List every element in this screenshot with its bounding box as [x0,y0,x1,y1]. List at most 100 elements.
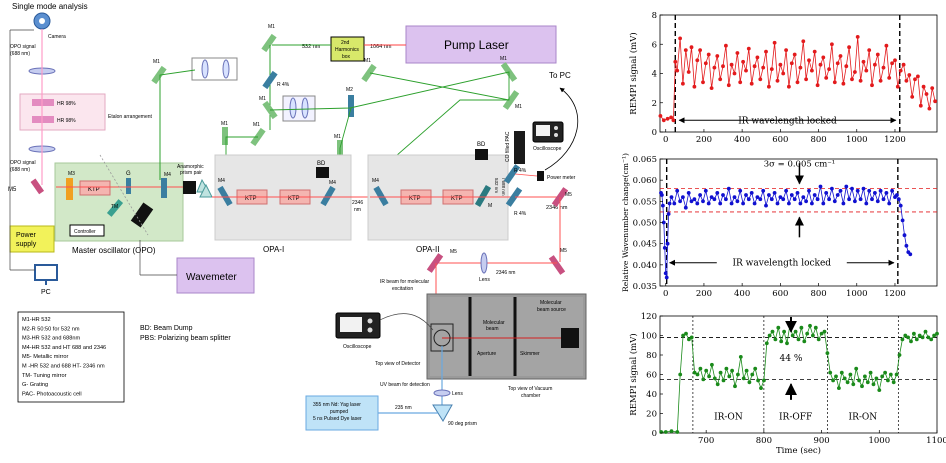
data-point [912,331,916,336]
data-point [926,335,931,340]
beam-dump-opa1 [316,167,329,178]
data-point [724,366,729,371]
data-point [761,65,766,70]
x-tick-label: 800 [810,289,826,299]
data-point [744,68,748,73]
data-point [904,243,909,248]
data-point [701,80,705,85]
data-point [864,68,869,73]
hr98-label-2: HR 98% [57,118,76,124]
data-point [793,329,798,334]
oscilloscope-detector-screen [340,317,362,332]
telescope-lens-1 [201,59,209,79]
data-point [847,45,851,50]
data-point [730,368,734,373]
data-point [669,195,674,200]
power-supply-label-1: Power [16,232,37,239]
m5-left-label: M5 [8,187,17,193]
data-point [767,333,772,338]
data-point [827,197,831,202]
data-point [726,186,731,191]
data-point [744,193,748,197]
legend-item: M2-R 50:50 for 532 nm [22,326,80,332]
data-point [845,380,850,385]
data-point [860,384,864,389]
data-point [900,218,905,223]
data-point [667,201,672,206]
region-label: IR-OFF [779,412,812,422]
grating [126,178,131,194]
master-oscillator-label: Master oscillator (OPO) [72,246,156,255]
data-point [812,49,817,54]
data-point [678,199,682,204]
x-tick-label: 400 [734,135,750,145]
data-point [750,372,755,377]
data-point [675,188,680,193]
data-point [775,78,780,83]
data-point [681,81,685,86]
m2-splitter [348,95,354,117]
y-tick-label: 0.045 [633,240,657,250]
y-tick-label: 0 [652,429,657,439]
data-point [855,188,860,193]
data-point [923,329,928,334]
data-point [847,197,851,202]
m1-label-low-2: M1 [221,121,228,127]
data-point [733,384,737,389]
data-point [709,86,714,90]
data-point [681,195,685,200]
data-point [867,48,872,52]
wavelength-532-label: 532 nm [302,44,321,50]
r4-splitter-top [262,70,278,90]
plot-frame [659,14,938,133]
data-point [824,191,829,195]
bd-label-opa2: BD [477,142,486,148]
tuning-mirror-label: TM [111,204,118,210]
series-line [661,324,938,433]
data-point [870,197,874,202]
m1-label-mid: M1 [259,96,266,102]
to-pc-arrow [544,87,578,171]
data-point [689,45,694,50]
data-point [778,62,783,67]
wavelength-2346-out: 2346 nm [546,205,568,211]
data-point [909,339,913,344]
data-point [671,118,676,123]
x-tick-label: 900 [813,436,829,446]
hr98-plate-2 [32,116,54,123]
lens-ir-label: Lens [479,277,490,283]
data-point [741,201,745,206]
pump-laser-box [405,25,557,64]
m1-mirror-mid-2 [361,63,377,83]
data-point [658,114,663,118]
data-point [853,70,857,74]
data-point [758,77,763,82]
wavemeter-label: Wavemeter [186,272,237,283]
data-point [689,335,694,340]
x-tick-label: 700 [698,436,714,446]
data-point [831,378,835,383]
data-point [900,337,905,342]
r4-splitter-out [505,187,523,207]
data-point [907,73,912,77]
x-tick-label: 1000 [868,436,890,446]
data-point [875,199,880,204]
oscilloscope-detector-knob-1 [367,318,373,324]
controller-box [69,224,105,237]
data-point [704,368,709,373]
grating-label: G [126,171,131,177]
data-point [874,376,879,381]
dye-laser-label-3: 5 ns Pulsed Dye laser [313,416,362,422]
data-point [746,197,751,202]
data-point [706,201,711,206]
data-point [753,366,758,371]
data-point [709,195,714,200]
data-point [695,372,700,377]
detector-cable [379,313,434,331]
data-point [822,329,827,334]
x-tick-label: 0 [663,289,668,299]
locked-label: IR wavelength locked [738,116,837,126]
data-point [703,188,708,193]
x-tick-label: 600 [772,289,788,299]
